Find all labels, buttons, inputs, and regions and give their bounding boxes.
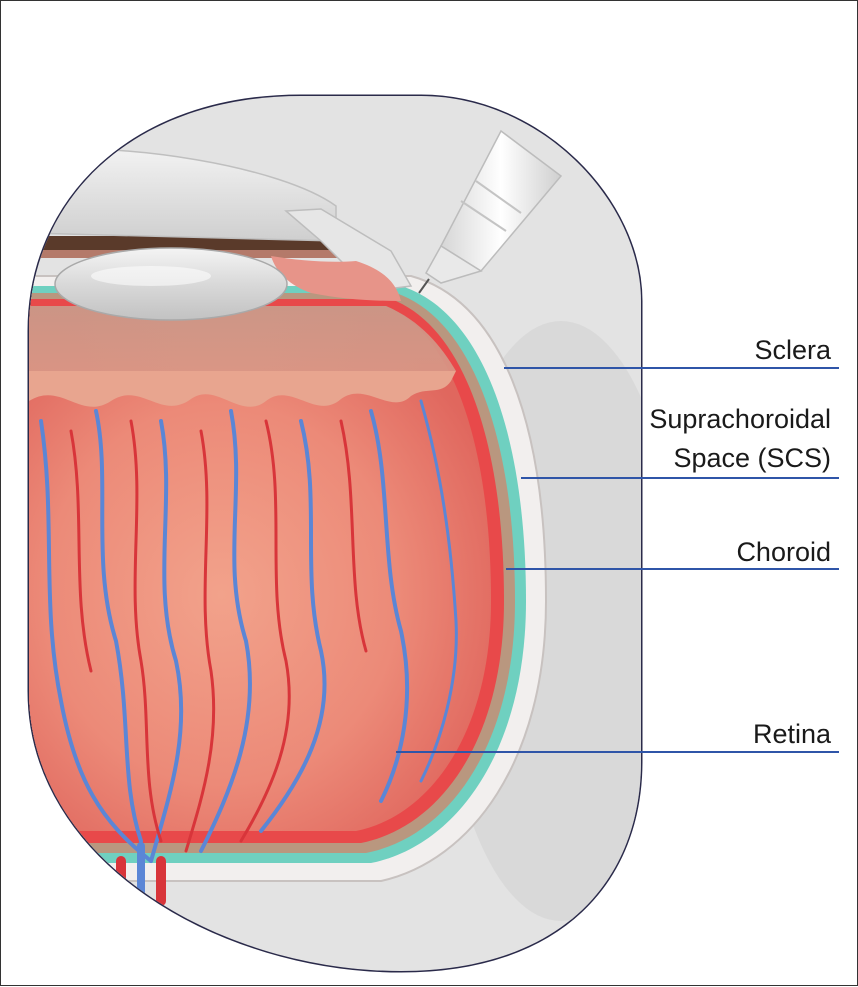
label-scs-line2: Space (SCS) <box>673 443 831 473</box>
lens <box>55 248 287 320</box>
label-choroid: Choroid <box>736 537 831 567</box>
label-scs-line1: Suprachoroidal <box>649 404 831 434</box>
label-retina: Retina <box>753 719 831 749</box>
label-sclera: Sclera <box>754 335 831 365</box>
